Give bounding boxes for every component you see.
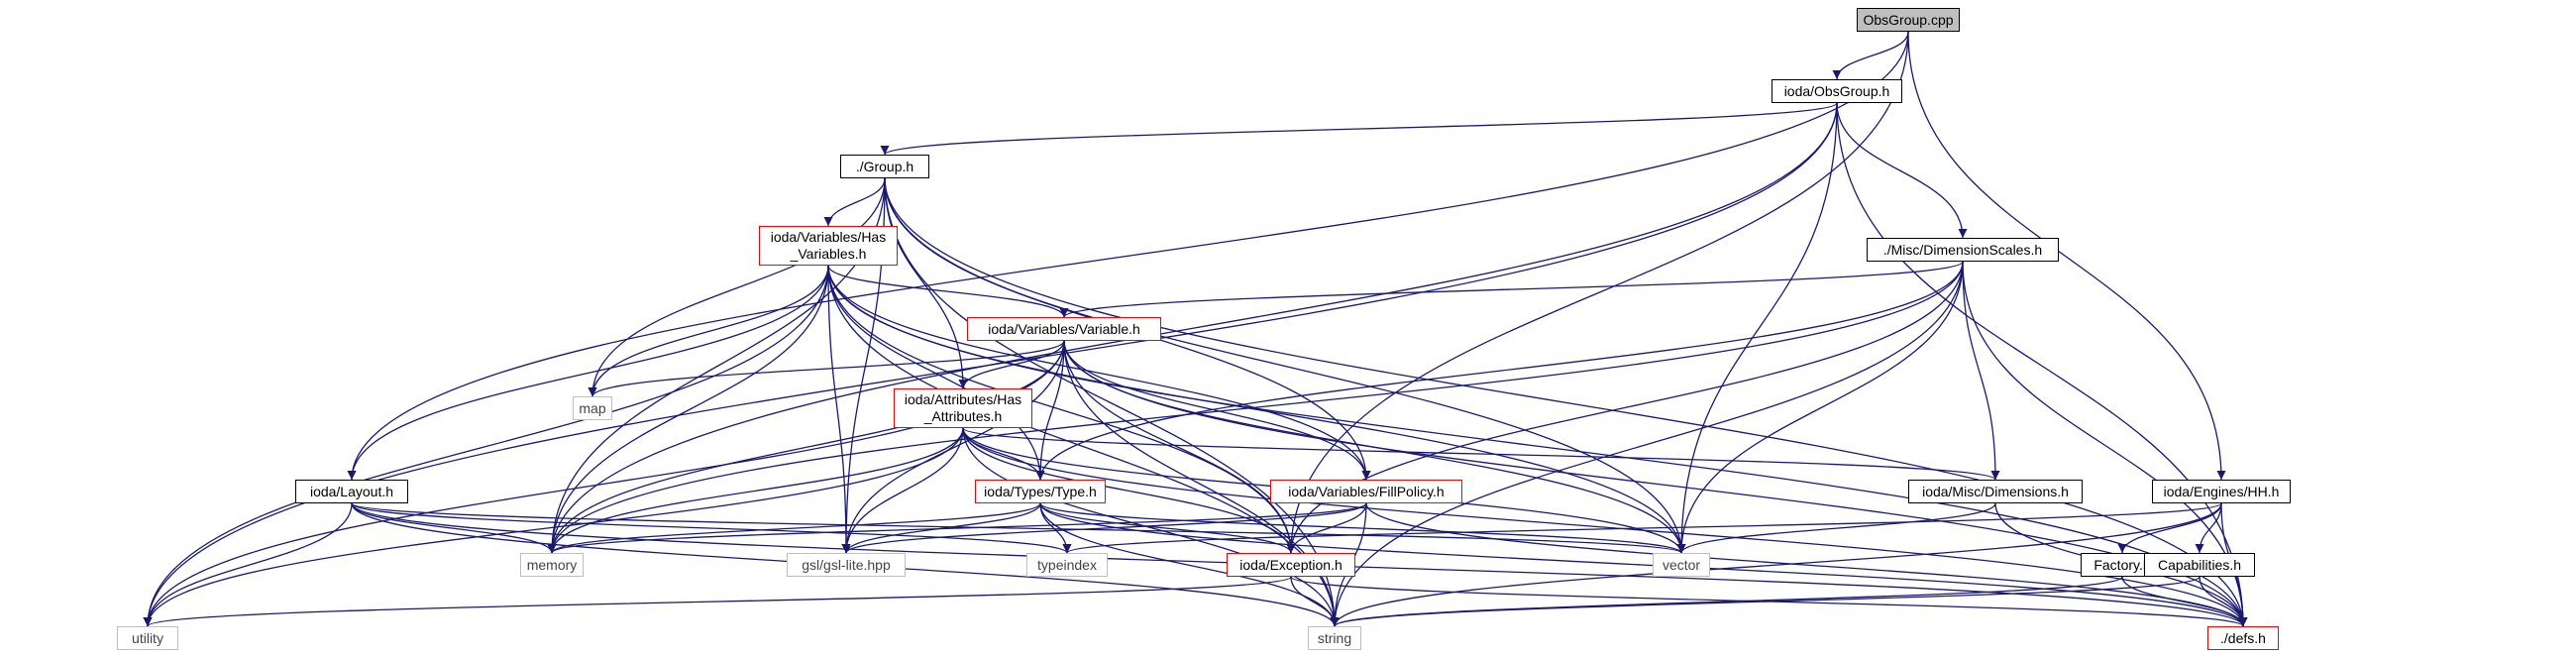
edge-dimensions_h-to-vector [1676, 502, 1996, 554]
edge-obsgroup_cpp-to-obsgroup_h [1832, 31, 1909, 80]
node-group-h[interactable]: ./Group.h [840, 155, 929, 178]
edge-type_h-to-memory [547, 502, 1041, 554]
node-engines-hh-h[interactable]: ioda/Engines/HH.h [2152, 480, 2291, 503]
edge-obsgroup_h-to-vector [1676, 102, 1838, 554]
node-variable-h[interactable]: ioda/Variables/Variable.h [967, 317, 1161, 341]
edge-engines_hh_h-to-factory_h [2117, 502, 2222, 554]
edge-type_h-to-exception_h [1039, 502, 1296, 554]
edge-exception_h-to-utility [143, 576, 1292, 627]
edge-variable_h-to-memory [547, 340, 1065, 554]
edge-engines_hh_h-to-string [1330, 502, 2222, 627]
edge-capabilities_h-to-string [1330, 576, 2200, 627]
edge-group_h-to-string [884, 177, 1340, 627]
node-memory: memory [520, 553, 584, 577]
edge-capabilities_h-to-defs_h [2199, 576, 2248, 627]
edge-variable_h-to-fillpolicy_h [1063, 340, 1371, 481]
edge-dimension_scales_h-to-memory [547, 261, 1964, 554]
edge-dimension_scales_h-to-variable_h [1059, 261, 1964, 318]
edge-variable_h-to-gsl_lite [841, 340, 1065, 554]
edge-has_variables_h-to-map [588, 265, 829, 397]
edge-has_variables_h-to-memory [547, 265, 829, 554]
node-has-attributes-h[interactable]: ioda/Attributes/Has _Attributes.h [894, 388, 1032, 428]
edge-dimension_scales_h-to-vector [1676, 261, 1964, 554]
node-capabilities-h[interactable]: Capabilities.h [2144, 553, 2255, 577]
node-utility: utility [117, 626, 178, 650]
edge-layout_h-to-typeindex [351, 502, 1072, 554]
edge-group_h-to-has_attributes_h [884, 177, 968, 389]
edge-fillpolicy_h-to-exception_h [1286, 502, 1367, 554]
edge-group_h-to-has_variables_h [823, 177, 886, 227]
edge-fillpolicy_h-to-memory [547, 502, 1367, 554]
edge-type_h-to-vector [1039, 502, 1686, 554]
edge-fillpolicy_h-to-gsl_lite [841, 502, 1367, 554]
edge-has_variables_h-to-fillpolicy_h [827, 265, 1371, 481]
edge-variable_h-to-map [588, 340, 1065, 397]
edge-has_variables_h-to-utility [143, 265, 829, 627]
edge-layout_h-to-utility [143, 502, 353, 627]
edge-has_attributes_h-to-utility [143, 427, 964, 627]
node-obsgroup-cpp: ObsGroup.cpp [1857, 8, 1960, 32]
edge-has_attributes_h-to-dimensions_h [962, 427, 2000, 481]
node-fillpolicy-h[interactable]: ioda/Variables/FillPolicy.h [1270, 480, 1462, 503]
edge-variable_h-to-type_h [1035, 340, 1065, 481]
edge-obsgroup_h-to-defs_h [1836, 102, 2248, 627]
node-dimensions-h[interactable]: ioda/Misc/Dimensions.h [1908, 480, 2083, 503]
node-ioda-obsgroup-h[interactable]: ioda/ObsGroup.h [1771, 79, 1902, 103]
node-type-h[interactable]: ioda/Types/Type.h [975, 480, 1106, 503]
edge-obsgroup_cpp-to-exception_h [1286, 31, 1909, 554]
edge-has_attributes_h-to-exception_h [962, 427, 1296, 554]
edge-has_attributes_h-to-defs_h [962, 427, 2248, 627]
edge-has_variables_h-to-type_h [827, 265, 1045, 481]
edge-variable_h-to-exception_h [1063, 340, 1296, 554]
edge-has_attributes_h-to-string [962, 427, 1340, 627]
node-dimension-scales-h[interactable]: ./Misc/DimensionScales.h [1867, 238, 2059, 262]
node-defs-h[interactable]: ./defs.h [2207, 626, 2279, 650]
edge-obsgroup_h-to-utility [143, 102, 1838, 627]
edge-group_h-to-map [588, 177, 886, 397]
edge-type_h-to-defs_h [1039, 502, 2248, 627]
node-exception-h[interactable]: ioda/Exception.h [1227, 553, 1355, 577]
edge-obsgroup_cpp-to-layout_h [347, 31, 1909, 481]
edge-has_variables_h-to-layout_h [347, 265, 829, 481]
edge-obsgroup_h-to-dimension_scales_h [1836, 102, 1968, 239]
edge-dimension_scales_h-to-type_h [1035, 261, 1964, 481]
node-gsl-lite-hpp: gsl/gsl-lite.hpp [787, 553, 906, 577]
edge-layout_h-to-memory [351, 502, 557, 554]
edge-group_h-to-defs_h [884, 177, 2248, 627]
edge-obsgroup_h-to-memory [547, 102, 1838, 554]
edge-has_attributes_h-to-memory [547, 427, 964, 554]
node-typeindex: typeindex [1026, 553, 1108, 577]
edge-obsgroup_cpp-to-engines_hh_h [1907, 31, 2226, 481]
edge-dimension_scales_h-to-dimensions_h [1962, 261, 2000, 481]
edge-layout_h-to-vector [351, 502, 1686, 554]
edge-factory_h-to-defs_h [2121, 576, 2248, 627]
node-string: string [1308, 626, 1361, 650]
edge-factory_h-to-string [1330, 576, 2123, 627]
edge-dimension_scales_h-to-string [1330, 261, 1964, 627]
node-vector: vector [1653, 553, 1710, 577]
edge-obsgroup_h-to-group_h [880, 102, 1838, 156]
edge-has_variables_h-to-gsl_lite [827, 265, 851, 554]
node-layout-h[interactable]: ioda/Layout.h [295, 480, 408, 503]
edge-has_variables_h-to-variable_h [827, 265, 1069, 318]
node-map: map [573, 396, 612, 420]
node-has-variables-h[interactable]: ioda/Variables/Has _Variables.h [759, 226, 898, 266]
edge-variable_h-to-has_attributes_h [958, 340, 1065, 389]
edge-engines_hh_h-to-capabilities_h [2195, 502, 2222, 554]
edge-engines_hh_h-to-typeindex [1062, 502, 2222, 554]
